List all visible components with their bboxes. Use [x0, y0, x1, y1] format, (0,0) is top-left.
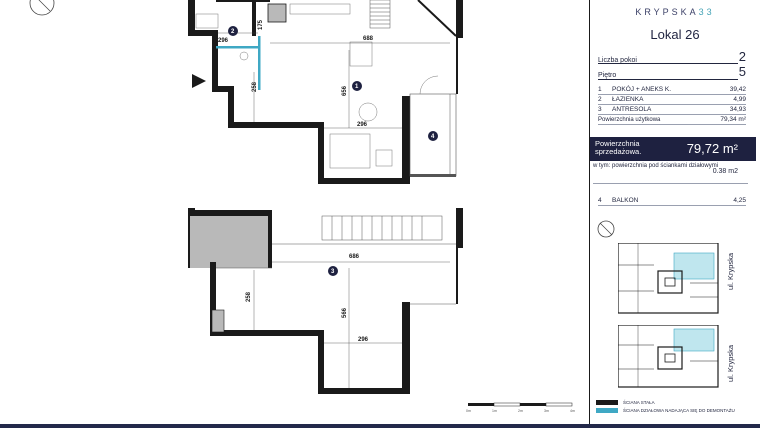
scale-bar: 0m 1m 2m 3m 4m	[466, 402, 575, 413]
sale-area-box: Powierzchnia sprzedażowa. 79,72 m²	[590, 137, 756, 161]
dim-175-label: 175	[258, 19, 264, 30]
sale-area-value: 79,72 m²	[686, 141, 738, 156]
table-row: 3 ANTRESOLA 34,93	[598, 106, 746, 115]
svg-text:2: 2	[231, 29, 235, 35]
room-badge-1: 1	[352, 81, 362, 91]
legend-wall: ŚCIANA STAŁA	[596, 400, 655, 405]
partition-area-label: w tym: powierzchnia pod ściankami działo…	[593, 163, 719, 169]
rooms-table: 1 POKÓJ + ANEKS K. 39,42 2 ŁAZIENKA 4,99…	[598, 85, 746, 125]
dim-566-label: 566	[342, 307, 348, 318]
room-badge-3: 3	[328, 266, 338, 276]
street-label-top: ul. Krypska	[726, 252, 735, 290]
compass-icon	[597, 220, 615, 238]
divider	[598, 79, 738, 80]
floor-plan-area: 688 296 175 258 656 296 686 258 566 296 …	[29, 0, 575, 413]
brand-logo: KRYPSKA33	[590, 7, 760, 17]
key-plan-upper	[618, 243, 719, 314]
dim-296-mid-label: 296	[357, 122, 368, 128]
sale-area-label: Powierzchnia sprzedażowa.	[595, 139, 642, 156]
lower-plan	[188, 208, 463, 394]
dim-296-bot-label: 296	[358, 337, 369, 343]
rooms-count-value: 2	[738, 49, 746, 64]
legend-removable-label: ŚCIANA DZIAŁOWA NADAJĄCA SIĘ DO DEMONTAŻ…	[623, 408, 735, 413]
upper-plan	[188, 0, 463, 184]
rooms-count-label: Liczba pokoi	[598, 57, 637, 64]
scale-0m: 0m	[466, 409, 471, 413]
usable-area-value: 79,34 m²	[720, 116, 746, 123]
floor-plan-svg: 688 296 175 258 656 296 686 258 566 296 …	[29, 0, 575, 413]
scale-3m: 3m	[544, 409, 549, 413]
table-row: 1 POKÓJ + ANEKS K. 39,42	[598, 86, 746, 95]
legend-removable: ŚCIANA DZIAŁOWA NADAJĄCA SIĘ DO DEMONTAŻ…	[596, 408, 735, 413]
brand-name: KRYPSKA	[635, 7, 699, 17]
legend-wall-swatch	[596, 400, 618, 405]
dim-258-b-label: 258	[246, 291, 252, 302]
svg-text:4: 4	[431, 134, 435, 140]
scale-2m: 2m	[518, 409, 523, 413]
dim-686-label: 686	[349, 254, 360, 260]
lokal-title: Lokal 26	[650, 27, 700, 42]
rooms-count-row: Liczba pokoi 2	[598, 49, 746, 64]
street-label-bottom: ul. Krypska	[726, 344, 735, 382]
panel-separator	[589, 0, 590, 424]
floor-row: Piętro 5	[598, 64, 746, 79]
svg-text:3: 3	[331, 269, 335, 275]
divider	[593, 183, 748, 184]
scale-1m: 1m	[492, 409, 497, 413]
bottom-strip	[0, 424, 760, 428]
usable-area-row: Powierzchnia użytkowa 79,34 m²	[598, 115, 746, 125]
balcony-row: 4 BALKON 4,25	[598, 197, 746, 206]
entrance-arrow-icon	[192, 74, 206, 88]
dim-296-top-label: 296	[218, 38, 229, 44]
usable-area-label: Powierzchnia użytkowa	[598, 116, 661, 123]
legend-wall-label: ŚCIANA STAŁA	[623, 400, 655, 405]
floor-value: 5	[738, 64, 746, 79]
dim-688-label: 688	[363, 36, 374, 42]
table-row: 2 ŁAZIENKA 4,99	[598, 96, 746, 105]
info-panel: KRYPSKA33 Lokal 26 Liczba pokoi 2 Piętro…	[590, 0, 760, 428]
partition-area-value: 0.38 m2	[712, 168, 738, 175]
key-plan-lower	[618, 325, 719, 388]
scale-4m: 4m	[570, 409, 575, 413]
dim-656-label: 656	[342, 85, 348, 96]
room-badge-4: 4	[428, 131, 438, 141]
dim-258-label: 258	[252, 81, 258, 92]
floor-label: Piętro	[598, 72, 617, 79]
compass-icon	[29, 0, 55, 16]
brand-number: 33	[698, 7, 715, 17]
divider	[598, 63, 738, 64]
legend-removable-swatch	[596, 408, 618, 413]
room-badge-2: 2	[228, 26, 238, 36]
svg-text:1: 1	[355, 84, 359, 90]
